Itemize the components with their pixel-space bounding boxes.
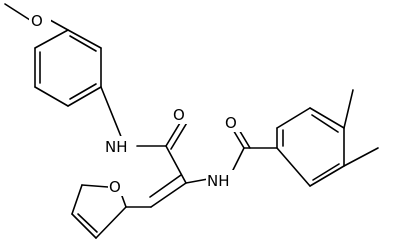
alkene-bridge [149, 174, 209, 208]
right-amide [231, 127, 278, 173]
methoxy-oxygen-label: O [31, 12, 43, 30]
methoxy-group [4, 3, 69, 31]
right-amide-nh-label: NH [207, 172, 230, 190]
left-amide-nh-label: NH [105, 138, 128, 156]
dimethylphenyl-ring [276, 89, 379, 187]
furan-oxygen-label: O [109, 178, 121, 196]
methoxyphenyl-ring [34, 29, 102, 107]
left-amide [100, 86, 189, 184]
left-amide-oxygen-label: O [173, 106, 185, 124]
right-amide-oxygen-label: O [225, 114, 237, 132]
